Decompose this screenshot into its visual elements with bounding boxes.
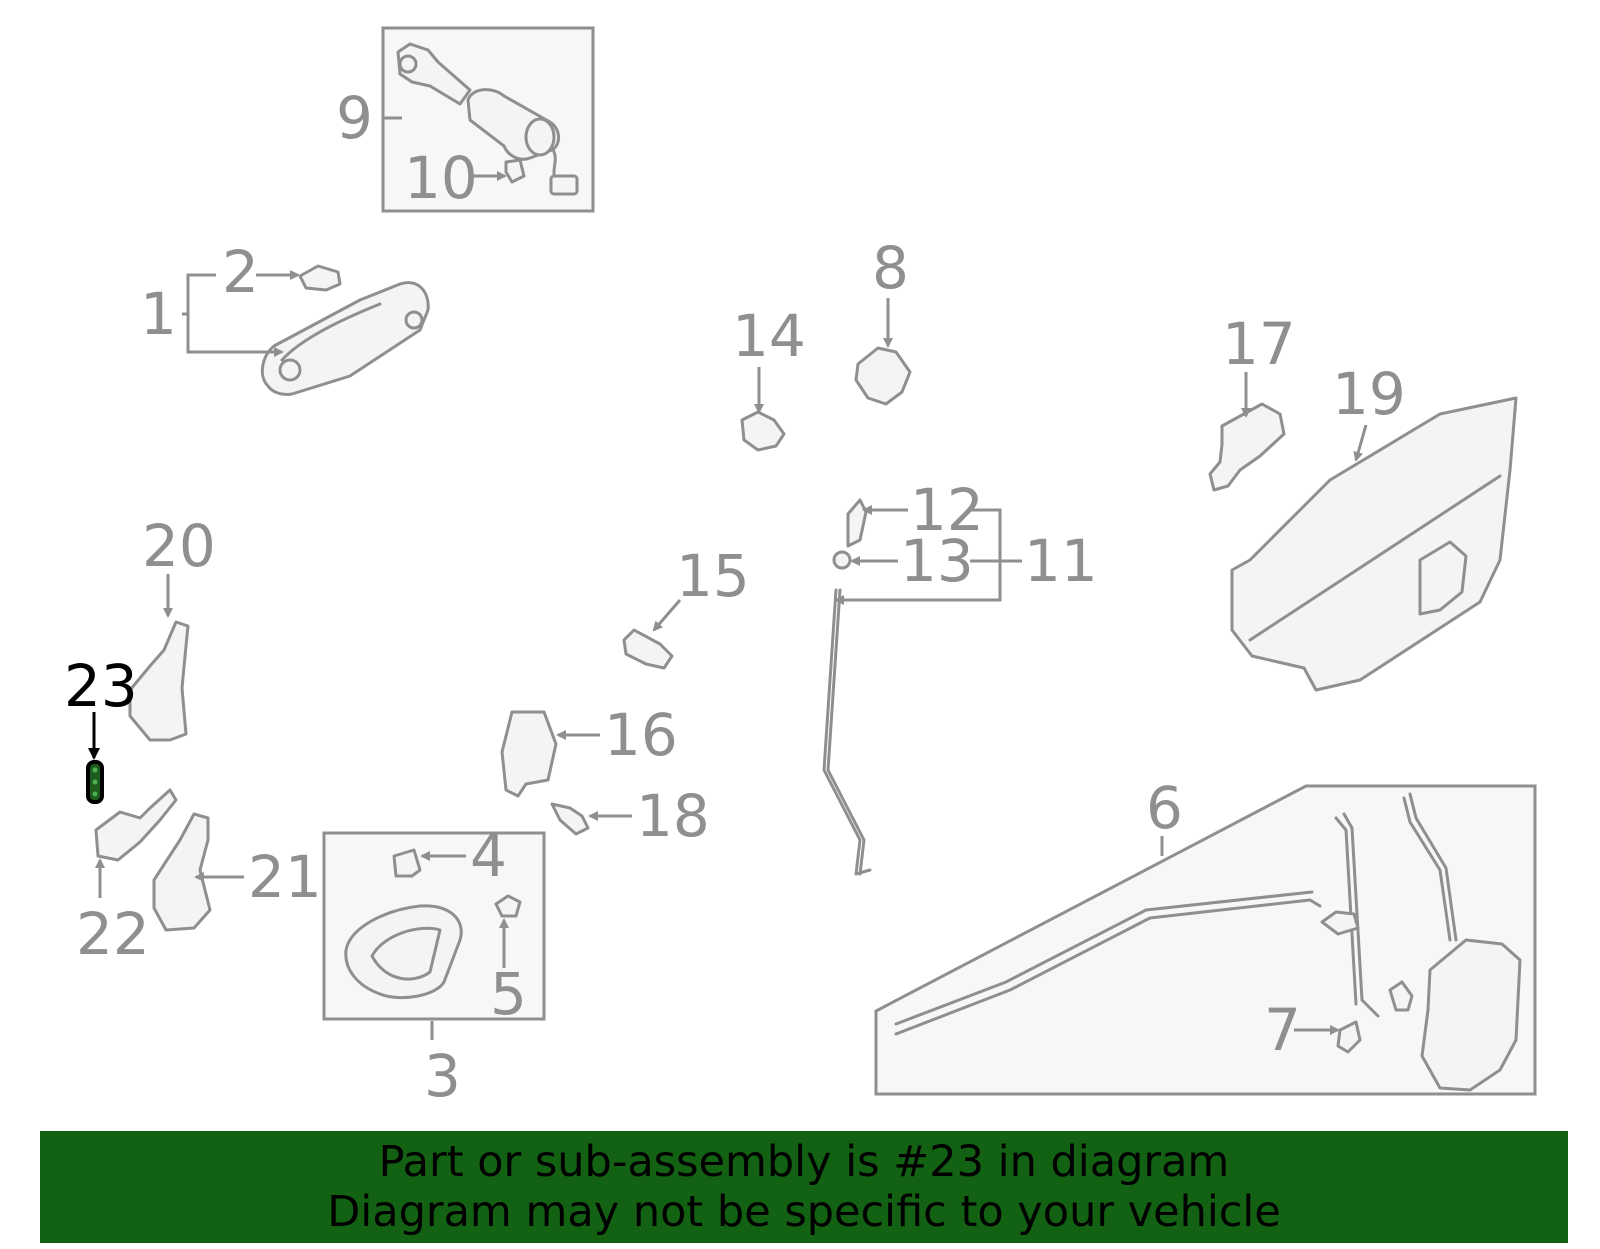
callout-8: 8 — [872, 234, 909, 302]
callout-20: 20 — [142, 512, 216, 580]
leader-lines — [88, 116, 1368, 1040]
banner-line-1: Part or sub-assembly is #23 in diagram — [378, 1137, 1230, 1187]
callout-5: 5 — [490, 960, 527, 1028]
exterior-handle-part — [260, 264, 430, 396]
part-8 — [854, 346, 912, 406]
callout-23: 23 — [64, 652, 138, 720]
part-18 — [550, 802, 590, 836]
clip-part-10 — [504, 158, 526, 184]
group-box-6 — [874, 784, 1537, 1096]
part-16 — [500, 710, 558, 798]
part-21 — [152, 812, 212, 932]
part-22 — [94, 788, 178, 862]
callout-labels: 9 10 2 1 8 14 17 19 12 13 11 15 20 23 16… — [64, 84, 1406, 1110]
callout-16: 16 — [604, 701, 678, 769]
info-banner: Part or sub-assembly is #23 in diagram D… — [40, 1131, 1568, 1243]
part-group-6 — [874, 784, 1537, 1096]
door-glass-part-19 — [1230, 396, 1518, 692]
part-group-9 — [381, 26, 595, 213]
callout-9: 9 — [336, 84, 373, 152]
callout-15: 15 — [676, 542, 750, 610]
callout-18: 18 — [636, 782, 710, 850]
callout-7: 7 — [1264, 996, 1301, 1064]
highlighted-part-23 — [86, 760, 104, 804]
part-15 — [622, 628, 674, 670]
callout-11: 11 — [1024, 527, 1098, 595]
callout-1: 1 — [140, 280, 177, 348]
callout-6: 6 — [1146, 774, 1183, 842]
callout-4: 4 — [470, 822, 507, 890]
banner-line-2: Diagram may not be specific to your vehi… — [327, 1187, 1281, 1237]
callout-21: 21 — [248, 843, 322, 911]
part-13 — [832, 550, 852, 570]
callout-2: 2 — [222, 238, 259, 306]
part-7 — [1336, 1020, 1362, 1054]
callout-13: 13 — [900, 527, 974, 595]
callout-12: 12 — [910, 476, 984, 544]
callout-17: 17 — [1222, 310, 1296, 378]
callout-19: 19 — [1332, 360, 1406, 428]
part-14 — [740, 410, 786, 452]
callout-22: 22 — [76, 900, 150, 968]
part-20 — [128, 620, 190, 742]
callout-14: 14 — [732, 302, 806, 370]
callout-3: 3 — [424, 1042, 461, 1110]
part-17 — [1208, 402, 1286, 492]
part-12 — [846, 498, 868, 548]
callout-10: 10 — [404, 144, 478, 212]
